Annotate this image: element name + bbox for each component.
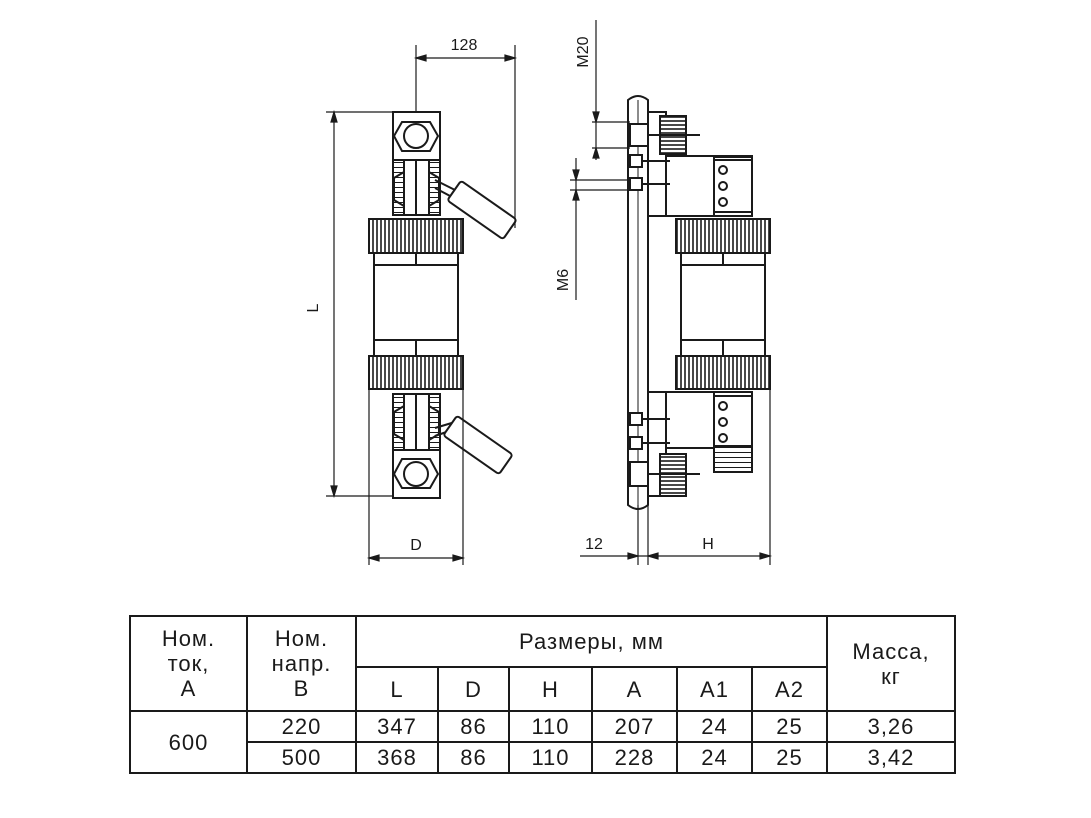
header-dimensions: Размеры, мм [355, 615, 828, 668]
cell-A2: 25 [751, 741, 828, 774]
header-dim-L: L [355, 666, 439, 712]
cell-mass: 3,26 [826, 710, 956, 743]
dim-H-label: H [702, 536, 714, 553]
cell-current: 600 [129, 710, 248, 774]
bottom-knurled-cap [368, 355, 464, 390]
front-view-dimensions [326, 45, 518, 565]
header-nom-voltage: Ном. напр. В [246, 615, 357, 712]
dim-L-label: L [305, 303, 322, 312]
dim-128-label: 128 [451, 37, 478, 54]
header-nom-current: Ном. ток, А [129, 615, 248, 712]
cell-A1: 24 [676, 741, 753, 774]
dim-D-label: D [410, 537, 422, 554]
cell-D: 86 [437, 710, 510, 743]
dim-M20-label: M20 [575, 36, 592, 67]
cell-D: 86 [437, 741, 510, 774]
cell-A2: 25 [751, 710, 828, 743]
fuse-barrel-side [680, 252, 766, 357]
header-dim-A2: A2 [751, 666, 828, 712]
bottom-handle [443, 415, 513, 475]
top-handle [447, 180, 517, 240]
spec-table: Ном. ток, А Ном. напр. В Размеры, мм Мас… [129, 615, 956, 774]
header-dim-H: H [508, 666, 593, 712]
cell-A: 228 [591, 741, 678, 774]
front-view [368, 111, 517, 499]
top-knurled-cap [368, 218, 464, 254]
cell-L: 368 [355, 741, 439, 774]
cell-mass: 3,42 [826, 741, 956, 774]
table-row: 600 220 347 86 110 207 24 25 3,26 [129, 710, 956, 774]
cell-voltage: 220 [246, 710, 357, 743]
cell-A1: 24 [676, 710, 753, 743]
side-view-dimensions [570, 20, 773, 565]
header-dim-A: A [591, 666, 678, 712]
dim-12-label: 12 [585, 536, 603, 553]
cell-H: 110 [508, 710, 593, 743]
top-knurled-cap-side [675, 218, 771, 254]
header-dim-D: D [437, 666, 510, 712]
side-view [627, 95, 771, 510]
table-row: 500 368 86 110 228 24 25 3,42 [130, 741, 956, 774]
cell-L: 347 [355, 710, 439, 743]
header-dim-A1: A1 [676, 666, 753, 712]
cell-A: 207 [591, 710, 678, 743]
cell-H: 110 [508, 741, 593, 774]
cell-voltage: 500 [246, 741, 357, 774]
dim-M6-label: M6 [555, 269, 572, 291]
header-mass: Масса, кг [826, 615, 956, 712]
bottom-knurled-cap-side [675, 355, 771, 390]
fuse-drawing: 128 L D [305, 20, 773, 565]
